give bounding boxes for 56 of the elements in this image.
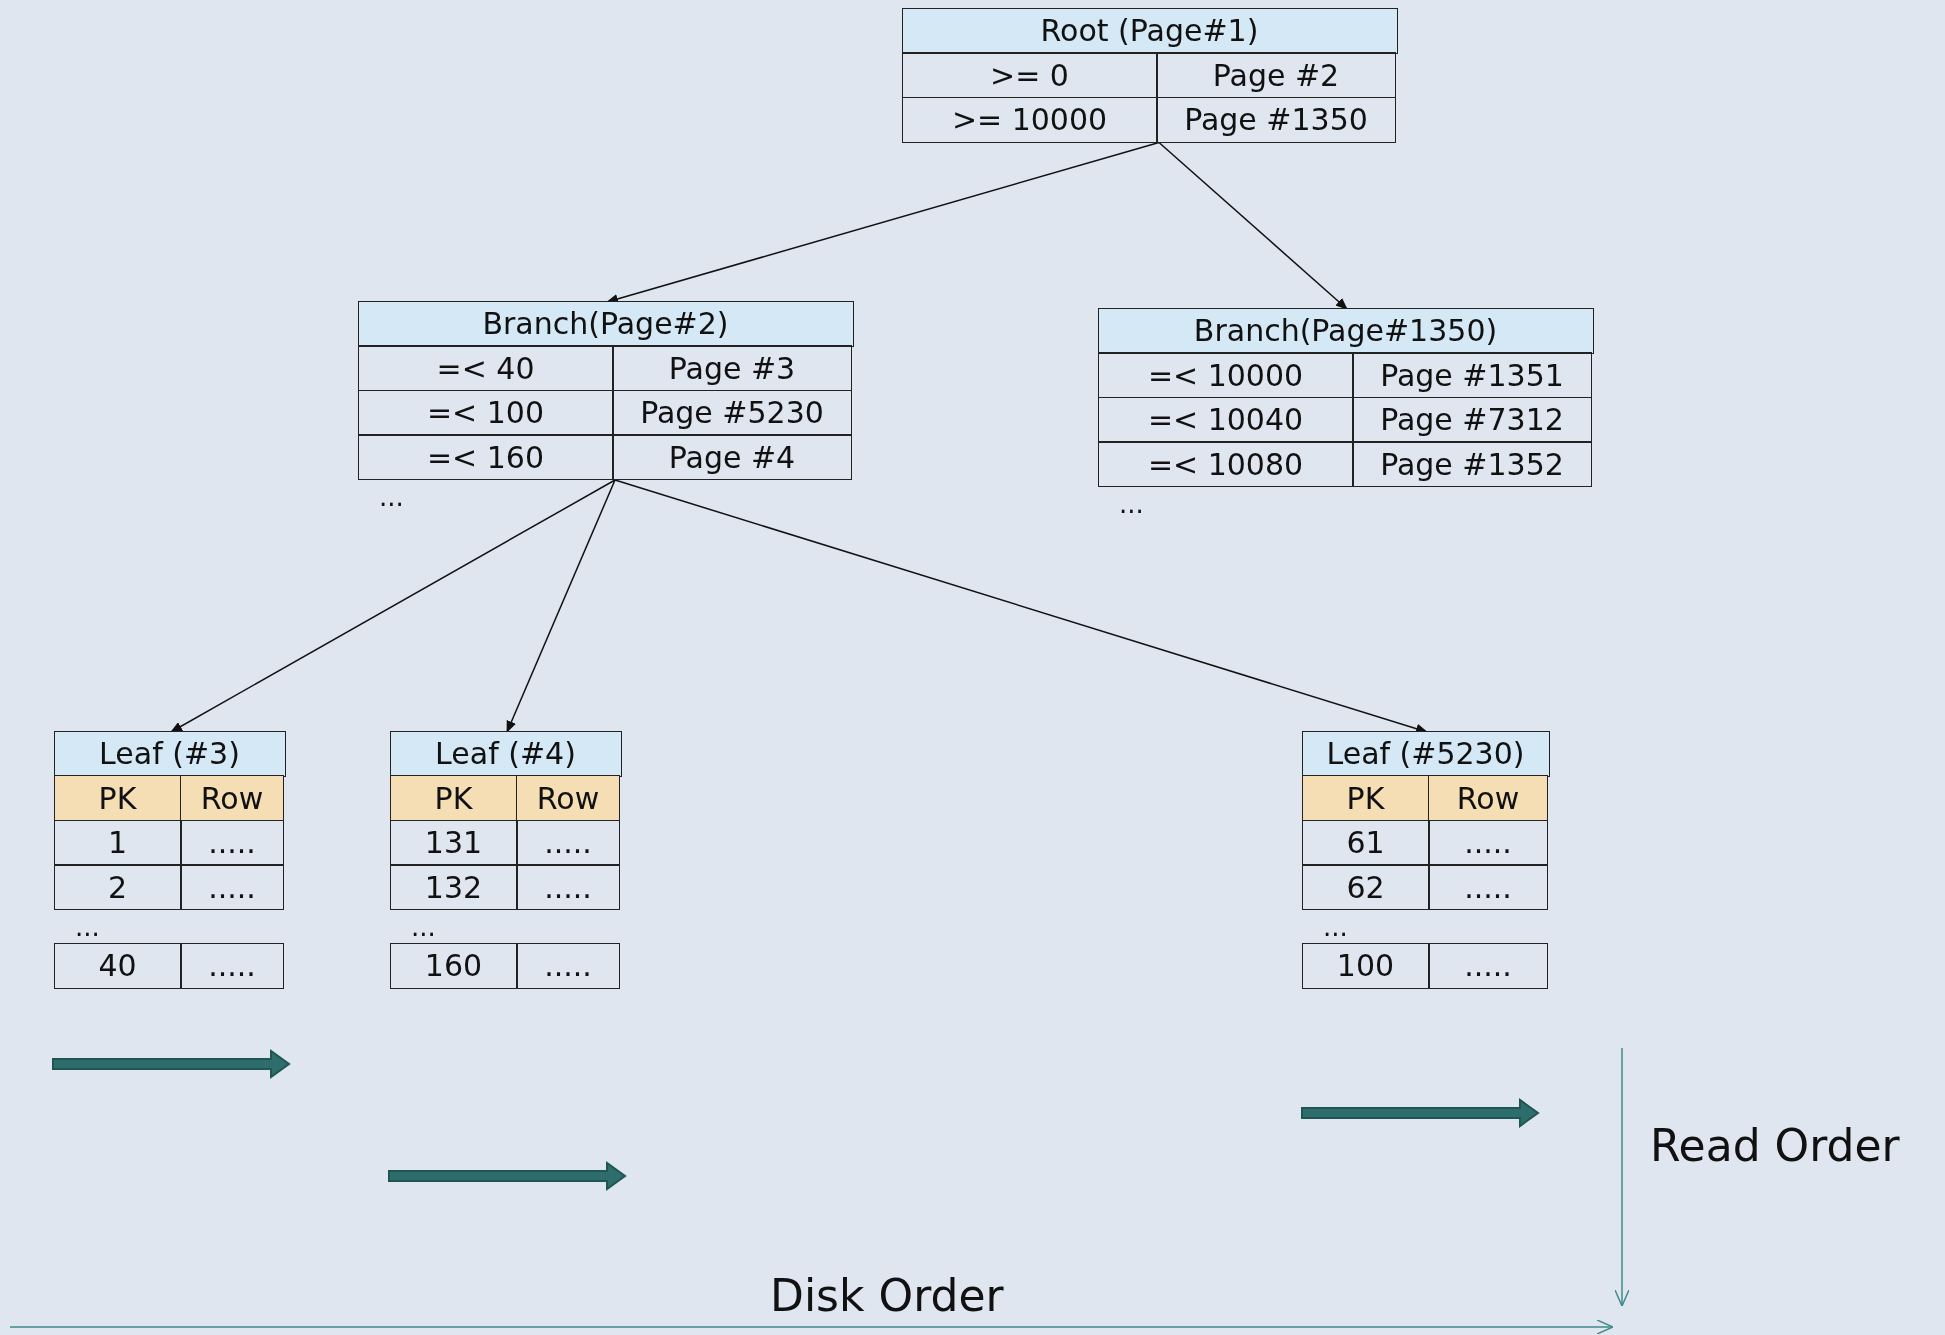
- table-cell: Page #5230: [612, 389, 852, 436]
- axis-label: Read Order: [1650, 1120, 1900, 1171]
- table-cell: Page #1350: [1156, 96, 1396, 143]
- column-header: PK: [53, 775, 182, 821]
- table-cell: =< 10000: [1097, 352, 1354, 398]
- table-cell: 131: [389, 819, 518, 866]
- table-cell: =< 10080: [1097, 441, 1354, 487]
- table-cell: .....: [1428, 864, 1548, 910]
- table-cell: =< 160: [357, 434, 614, 480]
- table-cell: Page #1352: [1352, 441, 1592, 487]
- ellipsis: ...: [1118, 488, 1144, 521]
- table-cell: Page #3: [612, 345, 852, 391]
- table-cell: .....: [1428, 819, 1548, 866]
- arrow: [1158, 141, 1348, 310]
- ellipsis: ...: [378, 481, 404, 514]
- table-header: Root (Page#1): [901, 7, 1398, 54]
- table-cell: 40: [53, 942, 182, 989]
- table-cell: .....: [180, 864, 284, 910]
- table-cell: 160: [389, 942, 518, 989]
- table-cell: 1: [53, 819, 182, 866]
- table-cell: 61: [1301, 819, 1430, 866]
- table-cell: =< 40: [357, 345, 614, 391]
- table-cell: .....: [180, 942, 284, 989]
- table-cell: >= 0: [901, 52, 1158, 98]
- table-cell: .....: [516, 864, 620, 910]
- table-header: Branch(Page#2): [357, 300, 854, 347]
- table-header: Branch(Page#1350): [1097, 307, 1594, 354]
- column-header: PK: [389, 775, 518, 821]
- arrow: [170, 479, 616, 733]
- table-cell: Page #1351: [1352, 352, 1592, 398]
- table-header: Leaf (#5230): [1301, 730, 1550, 777]
- axis-label: Disk Order: [770, 1270, 1004, 1321]
- arrow: [506, 479, 616, 733]
- table-cell: .....: [516, 819, 620, 866]
- table-cell: Page #7312: [1352, 396, 1592, 443]
- ellipsis: ...: [410, 911, 436, 944]
- table-cell: .....: [180, 819, 284, 866]
- column-header: Row: [180, 775, 284, 821]
- table-cell: =< 10040: [1097, 396, 1354, 443]
- table-header: Leaf (#4): [389, 730, 622, 777]
- column-header: Row: [1428, 775, 1548, 821]
- column-header: Row: [516, 775, 620, 821]
- table-cell: 2: [53, 864, 182, 910]
- ellipsis: ...: [1322, 911, 1348, 944]
- table-cell: =< 100: [357, 389, 614, 436]
- table-cell: .....: [1428, 942, 1548, 989]
- ellipsis: ...: [74, 911, 100, 944]
- table-cell: 62: [1301, 864, 1430, 910]
- table-cell: .....: [516, 942, 620, 989]
- table-cell: Page #4: [612, 434, 852, 480]
- table-cell: 100: [1301, 942, 1430, 989]
- table-cell: 132: [389, 864, 518, 910]
- table-cell: >= 10000: [901, 96, 1158, 143]
- table-header: Leaf (#3): [53, 730, 286, 777]
- column-header: PK: [1301, 775, 1430, 821]
- table-cell: Page #2: [1156, 52, 1396, 98]
